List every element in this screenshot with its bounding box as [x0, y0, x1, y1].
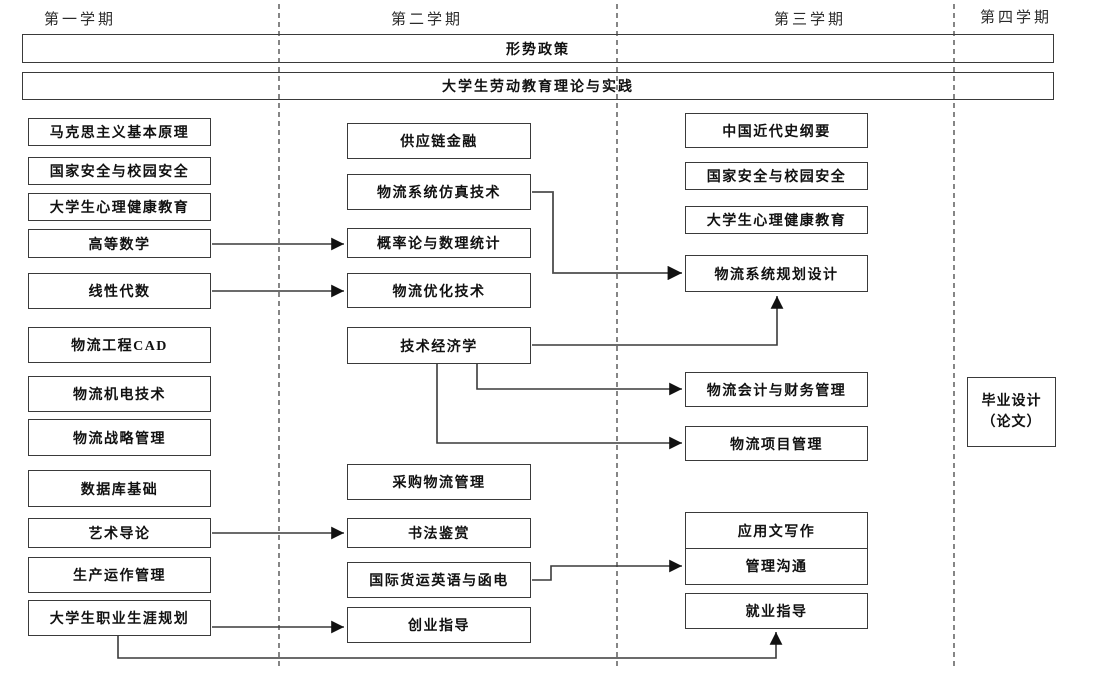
course-box-s1-logistics-cad: 物流工程CAD — [28, 327, 211, 363]
course-box-s1-art-intro: 艺术导论 — [28, 518, 211, 548]
course-box-s3-project-mgmt: 物流项目管理 — [685, 426, 868, 461]
course-box-s1-security: 国家安全与校园安全 — [28, 157, 211, 185]
course-box-s1-mental-health: 大学生心理健康教育 — [28, 193, 211, 221]
course-box-s3-accounting: 物流会计与财务管理 — [685, 372, 868, 407]
course-box-s2-procurement: 采购物流管理 — [347, 464, 531, 500]
course-box-s2-freight-english: 国际货运英语与函电 — [347, 562, 531, 598]
arrow-career-planning-to-employment-guidance — [117, 632, 783, 659]
course-box-s1-mechatronics: 物流机电技术 — [28, 376, 211, 412]
course-box-s3-mental-health: 大学生心理健康教育 — [685, 206, 868, 234]
course-box-s1-marxism: 马克思主义基本原理 — [28, 118, 211, 146]
course-box-s2-optimization: 物流优化技术 — [347, 273, 531, 308]
course-box-s3-mgmt-communication: 管理沟通 — [685, 547, 868, 585]
course-box-s1-strategy: 物流战略管理 — [28, 419, 211, 456]
arrow-freight-english-to-management-communication — [532, 559, 682, 581]
arrow-simulation-to-system-planning — [532, 191, 682, 281]
header-semester-4: 第四学期 — [979, 10, 1052, 26]
header-semester-1: 第一学期 — [43, 12, 116, 28]
course-box-s2-calligraphy: 书法鉴赏 — [347, 518, 531, 548]
arrow-tech-economics-to-system-planning — [532, 296, 784, 346]
course-box-s3-modern-history: 中国近代史纲要 — [685, 113, 868, 148]
course-box-s2-supply-chain-finance: 供应链金融 — [347, 123, 531, 159]
course-box-s1-database: 数据库基础 — [28, 470, 211, 507]
course-box-s3-system-planning: 物流系统规划设计 — [685, 255, 868, 292]
course-box-s3-security: 国家安全与校园安全 — [685, 162, 868, 190]
course-box-s2-probability: 概率论与数理统计 — [347, 228, 531, 258]
capstone-line-1: 毕业设计 — [981, 394, 1042, 409]
capstone-line-2: （论文） — [981, 415, 1042, 430]
course-box-s1-linear-algebra: 线性代数 — [28, 273, 211, 309]
arrow-tech-economics-to-accounting — [476, 364, 682, 396]
course-box-s3-practical-writing: 应用文写作 — [685, 512, 868, 549]
course-box-s4-graduation-thesis: 毕业设计 （论文） — [967, 377, 1056, 447]
bar-labor-education: 大学生劳动教育理论与实践 — [22, 72, 1054, 100]
course-box-s2-simulation: 物流系统仿真技术 — [347, 174, 531, 210]
course-box-s1-career-planning: 大学生职业生涯规划 — [28, 600, 211, 636]
course-box-s2-entrepreneurship: 创业指导 — [347, 607, 531, 643]
course-box-s1-advanced-math: 高等数学 — [28, 229, 211, 258]
course-box-s3-employment-guidance: 就业指导 — [685, 593, 868, 629]
arrow-tech-economics-to-project-management — [436, 364, 682, 450]
course-box-s1-production-ops: 生产运作管理 — [28, 557, 211, 593]
course-box-s2-tech-economics: 技术经济学 — [347, 327, 531, 364]
header-semester-2: 第二学期 — [390, 12, 463, 28]
bar-situation-policy: 形势政策 — [22, 34, 1054, 63]
header-semester-3: 第三学期 — [773, 12, 846, 28]
